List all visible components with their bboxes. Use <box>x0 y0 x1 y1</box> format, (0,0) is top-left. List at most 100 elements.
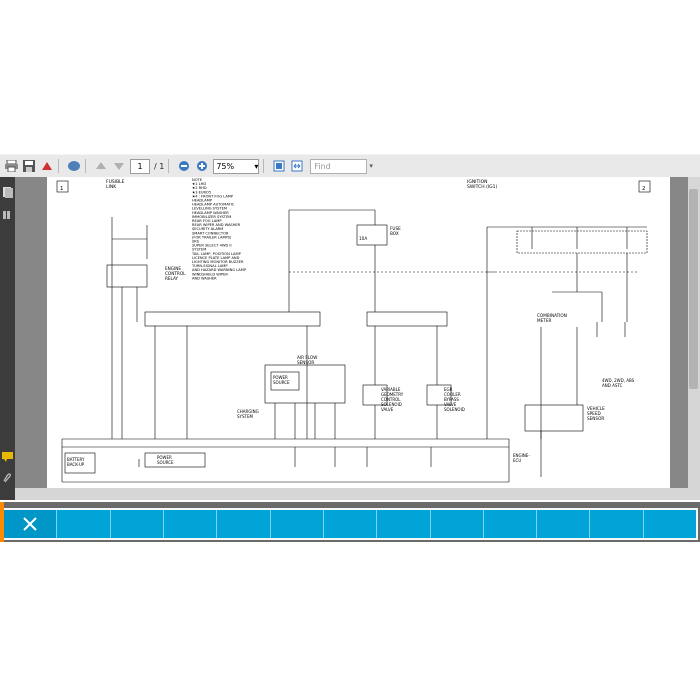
egr-valve-label: EGR <box>444 387 453 392</box>
save-icon[interactable] <box>22 159 36 173</box>
taskbar-slot[interactable] <box>431 510 484 538</box>
note-line: LICENCE PLATE LAMP AND <box>192 256 240 260</box>
egr-valve-label-5: SOLENOID <box>444 407 465 412</box>
horizontal-scrollbar[interactable] <box>15 488 690 500</box>
note-line: TAIL LAMP, POSITION LAMP <box>191 252 242 256</box>
combination-meter-label-2: METER <box>537 318 551 323</box>
pdf-page: 1 2 FUSIBLE LINK IGNITION SWITCH (IG1) E… <box>47 177 670 488</box>
scrollbar-thumb[interactable] <box>689 189 698 389</box>
note-line: ★4 : FRONT FOG LAMP <box>192 194 234 198</box>
variable-geometry-label: VARIABLE <box>381 387 401 392</box>
toolbar-separator <box>168 159 170 173</box>
variable-geometry-label-2: GEOMETRY <box>381 392 404 397</box>
charging-system-label: CHARGING <box>237 409 259 414</box>
note-list: NOTE★1 LHD★2 RHD★3 EURO5★4 : FRONT FOG L… <box>191 178 247 280</box>
taskbar-slot[interactable] <box>377 510 431 538</box>
taskbar-slot[interactable] <box>644 510 696 538</box>
comment-icon[interactable] <box>67 159 81 173</box>
note-line: SECURITY ALARM <box>192 227 223 231</box>
battery-backup-box <box>64 452 96 474</box>
engine-ecu-label: ENGINE- <box>513 453 530 458</box>
fusible-link-label: FUSIBLE <box>106 179 125 185</box>
find-options-icon[interactable]: ▾ <box>369 162 373 170</box>
vehicle-speed-sensor-label: VEHICLE <box>587 406 605 411</box>
zoom-value: 75% <box>216 161 235 171</box>
taskbar-slot[interactable] <box>484 510 538 538</box>
taskbar-slot[interactable] <box>217 510 271 538</box>
note-line: WINDSHIELD WIPER <box>192 272 228 276</box>
air-flow-sensor-label-2: SENSOR <box>297 360 314 365</box>
taskbar-slot[interactable] <box>590 510 644 538</box>
previous-page-icon[interactable] <box>94 159 108 173</box>
ignition-switch-label: IGNITION <box>467 179 488 185</box>
page-total-label: / 1 <box>154 161 165 171</box>
note-line: NOTE <box>192 178 203 182</box>
engine-control-relay-label-2: CONTROL <box>165 271 186 276</box>
taskbar-slot[interactable] <box>537 510 591 538</box>
power-source-label-a-2: SOURCE <box>273 380 290 385</box>
power-source-box <box>144 452 206 468</box>
ignition-switch-label-2: SWITCH (IG1) <box>467 184 498 190</box>
wiring-diagram: 1 2 FUSIBLE LINK IGNITION SWITCH (IG1) E… <box>56 178 651 483</box>
taskbar-slot[interactable] <box>324 510 378 538</box>
engine-control-relay-label: ENGINE <box>165 266 181 271</box>
engine-control-relay-label-3: RELAY <box>165 276 179 281</box>
zoom-select[interactable]: 75% ▾ <box>213 158 260 174</box>
note-line: HEADLAMP AUTOMATIC <box>192 203 235 207</box>
chevron-down-icon: ▾ <box>254 161 259 171</box>
page-number-input[interactable]: 1 <box>130 158 150 174</box>
variable-geometry-label-5: VALVE <box>381 407 394 412</box>
next-page-icon[interactable] <box>112 159 126 173</box>
comments-icon[interactable] <box>2 447 13 462</box>
zoom-in-icon[interactable] <box>195 159 209 173</box>
zoom-out-icon[interactable] <box>177 159 191 173</box>
taskbar-slot[interactable] <box>164 510 218 538</box>
find-input[interactable]: Find <box>310 158 368 174</box>
taskbar-strip <box>2 508 698 540</box>
variable-geometry-label-3: CONTROL <box>381 397 401 402</box>
navigation-panel <box>0 177 15 500</box>
taskbar-slot[interactable] <box>111 510 164 538</box>
pages-icon[interactable] <box>2 183 13 198</box>
ground-symbols <box>138 322 626 467</box>
taskbar-slot[interactable] <box>57 510 111 538</box>
page-number-right: 2 <box>642 186 646 192</box>
egr-valve-label-2: COOLER <box>444 392 461 397</box>
note-line: LIGHTING MONITOR BUZZER <box>192 260 244 264</box>
note-line: ★1 LHD <box>192 182 206 186</box>
page-number-left: 1 <box>60 186 64 192</box>
share-icon[interactable] <box>40 159 54 173</box>
page-number-box-left <box>56 180 69 193</box>
print-icon[interactable] <box>4 159 18 173</box>
note-line: SMART CONNECTOR <box>192 231 229 235</box>
note-line: REAR FOG LAMP <box>192 219 222 223</box>
toolbar-separator <box>85 159 86 173</box>
fusible-link-label-2: LINK <box>106 184 117 190</box>
egr-valve-label-4: VALVE <box>444 402 457 407</box>
page-number-box-right <box>638 180 651 193</box>
combination-meter-label: COMBINATION <box>537 313 567 318</box>
fuse-amp: 10A <box>359 236 367 241</box>
taskbar-slot[interactable] <box>271 510 324 538</box>
fit-page-icon[interactable] <box>272 159 286 173</box>
power-source-label-b: POWER <box>157 455 172 460</box>
orange-accent <box>0 502 4 542</box>
tools-icon <box>23 517 37 531</box>
tools-button[interactable] <box>4 510 58 538</box>
paperclip-icon[interactable] <box>2 469 13 483</box>
note-line: ★2 RHD <box>192 186 207 190</box>
toolbar-separator <box>263 159 265 173</box>
air-flow-sensor-label: AIR FLOW <box>297 355 317 360</box>
note-line: IMMOBILIZER SYSTEM <box>192 215 231 219</box>
document-view: 1 2 FUSIBLE LINK IGNITION SWITCH (IG1) E… <box>15 177 690 500</box>
abs-note: 4WD, 2WD, ABS <box>602 378 635 383</box>
note-line: (FOR TRAILER LAMPS) <box>192 235 232 239</box>
battery-backup-label: BATTERY <box>67 457 85 462</box>
note-line: LEVELLING SYSTEM <box>192 207 227 211</box>
vertical-scrollbar[interactable] <box>688 177 700 500</box>
note-line: TURN-SIGNAL LAMP <box>191 264 228 268</box>
fit-width-icon[interactable] <box>290 159 304 173</box>
attachments-icon[interactable] <box>2 205 13 219</box>
note-line: SYSTEM <box>192 248 206 252</box>
note-line: AND HAZARD WARNING LAMP <box>192 268 247 272</box>
